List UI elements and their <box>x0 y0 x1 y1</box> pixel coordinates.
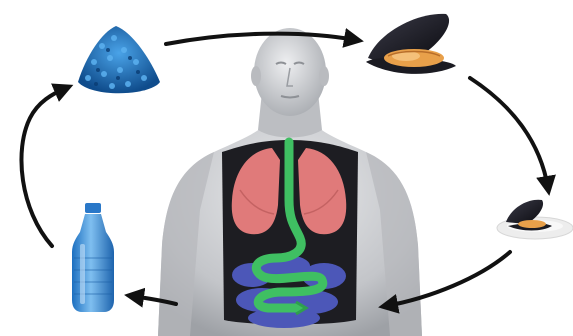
arrow-bottle-to-pellets <box>21 88 66 246</box>
human-torso-organs-icon <box>158 28 422 336</box>
mussel-icon <box>366 14 456 74</box>
arrow-pellets-to-mussel <box>166 34 356 44</box>
plastic-bottle-icon <box>72 203 114 312</box>
mussel-on-plate-icon <box>497 200 573 239</box>
plastic-pellets-icon <box>78 26 160 93</box>
arrow-mussel-to-plate <box>470 78 548 188</box>
